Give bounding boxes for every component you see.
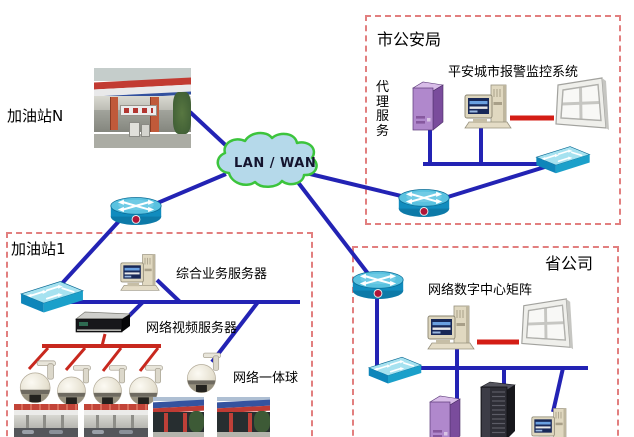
matrix-label: 网络数字中心矩阵 [428,283,533,298]
wan-cloud [216,131,318,188]
router-icon [396,187,452,219]
video-server-label: 网络视频服务器 [146,321,238,336]
workstation-icon [530,406,572,437]
gas-station-photo [94,68,191,148]
gas-station-photo [153,397,204,437]
proxy-service-label: 代理服务 [376,80,390,139]
province-zone-box [352,246,619,437]
workstation-icon [118,252,162,292]
switch-icon [534,143,592,175]
server-rack-icon [477,381,519,437]
router-icon [108,195,164,227]
switch-icon [367,353,423,386]
station-1-zone-title: 加油站1 [11,240,66,258]
gas-station-photo [14,404,78,437]
police-zone-title: 市公安局 [377,30,442,49]
alarm-system-label: 平安城市报警监控系统 [448,65,579,80]
display-wall-icon [517,294,575,360]
station1-zone-box [6,232,313,437]
wan-cloud-label: LAN / WAN [234,156,317,171]
police-zone-box [365,15,621,225]
proxy-server-tower-icon [411,80,445,132]
router-icon [350,268,406,302]
province-zone-title: 省公司 [545,254,594,273]
dome-camera-icon [186,350,226,398]
gas-station-photo [217,397,270,437]
display-wall-icon [550,76,612,138]
workstation-icon [426,301,476,353]
dome-camera-label: 网络一体球 [233,371,299,386]
workstation-icon [463,82,513,130]
server-tower-icon [427,394,463,437]
gas-station-photo [84,404,148,437]
station-n-label: 加油站N [7,107,64,125]
video-server-icon [74,310,132,338]
business-server-label: 综合业务服务器 [176,267,268,282]
